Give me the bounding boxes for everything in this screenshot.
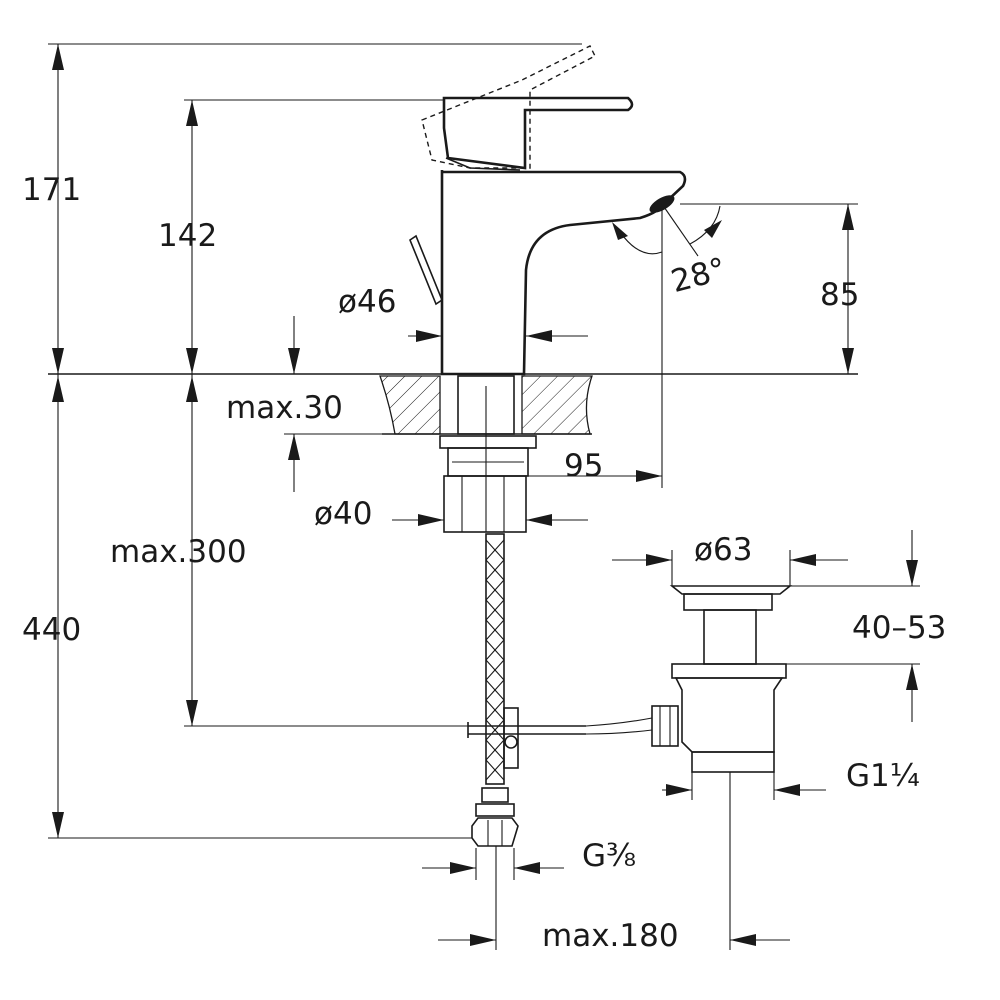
dimension-labels: 171 142 85 ø46 max.30 95 ø40 max.300 440… xyxy=(22,172,946,954)
faucet-body xyxy=(409,45,687,376)
rod-distance-label: max.180 xyxy=(542,918,679,954)
extension-lines xyxy=(48,43,920,950)
overall-length-label: 440 xyxy=(22,612,81,648)
hose-length-label: max.300 xyxy=(110,534,247,570)
waste-thread-label: G1¼ xyxy=(846,758,920,794)
waste-diameter-label: ø63 xyxy=(694,532,752,568)
angle-label: 28° xyxy=(667,251,729,300)
shank-diameter-label: ø40 xyxy=(314,496,372,532)
popup-waste xyxy=(585,585,793,773)
spout-reach-label: 95 xyxy=(564,448,603,484)
handle-height-label: 142 xyxy=(158,218,217,254)
flexible-hose xyxy=(467,533,586,847)
dimension-lines xyxy=(52,44,918,946)
total-height-label: 171 xyxy=(22,172,81,208)
spout-height-label: 85 xyxy=(820,277,859,313)
body-diameter-label: ø46 xyxy=(338,284,396,320)
waste-range-label: 40–53 xyxy=(852,610,946,646)
shank-assembly xyxy=(439,375,537,533)
spout-angle-marker: 28° xyxy=(612,203,730,488)
hose-thread-label: G⅜ xyxy=(582,838,636,874)
countertop-section xyxy=(48,373,858,435)
deck-thickness-label: max.30 xyxy=(226,390,343,426)
